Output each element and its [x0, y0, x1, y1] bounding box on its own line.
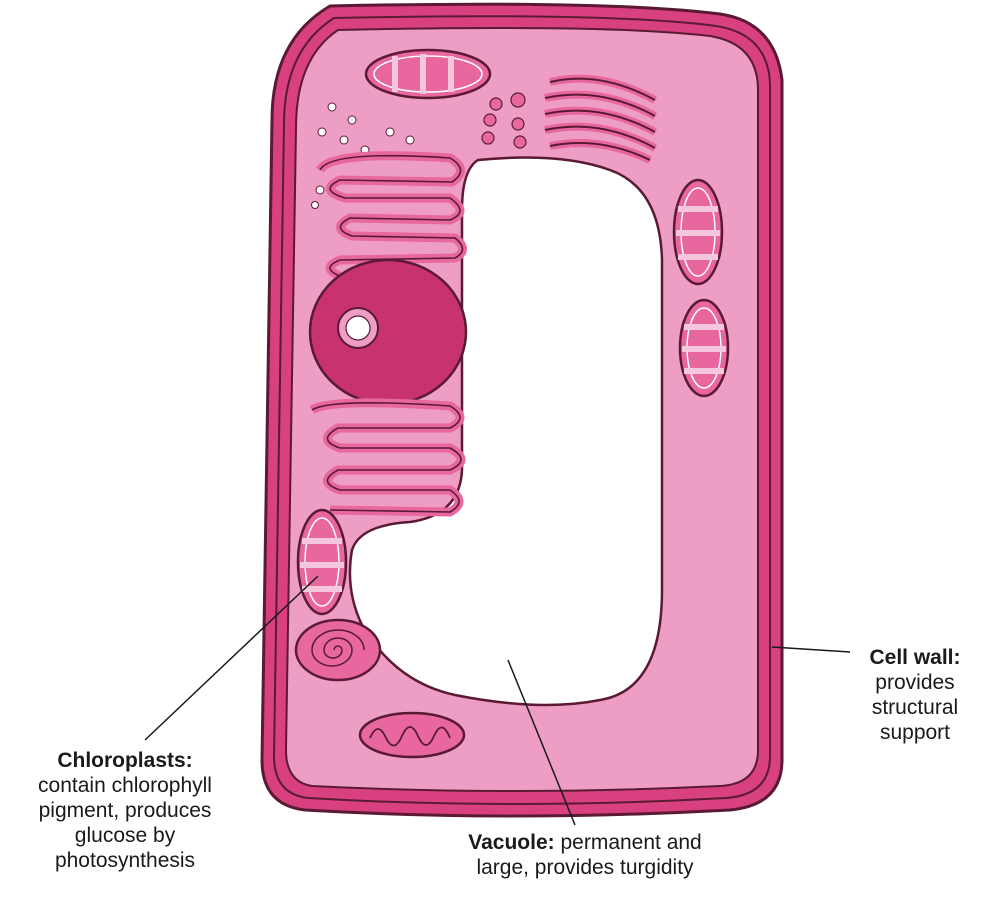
chloroplast-right-lower [680, 300, 728, 396]
label-chloroplasts-title: Chloroplasts: [0, 748, 250, 773]
mitochondrion [360, 713, 464, 757]
label-vacuole-title: Vacuole: [468, 831, 554, 854]
chloroplast-right-upper [674, 180, 722, 284]
label-cell-wall-line: structural [855, 695, 975, 720]
pointer-line-cell-wall [772, 647, 850, 652]
spiral-organelle [296, 620, 380, 680]
label-chloroplasts-line: pigment, produces [0, 798, 250, 823]
label-chloroplasts-line: glucose by [0, 823, 250, 848]
label-vacuole-line-1-rest: permanent and [560, 831, 701, 854]
chloroplast-top [366, 50, 490, 98]
label-chloroplasts-line: contain chlorophyll [0, 773, 250, 798]
label-vacuole-line-1: Vacuole: permanent and [420, 830, 750, 855]
chloroplast-left [298, 510, 346, 614]
label-cell-wall-line: provides [855, 670, 975, 695]
label-cell-wall-line: support [855, 720, 975, 745]
label-vacuole: Vacuole: permanent and large, provides t… [420, 830, 750, 880]
label-chloroplasts-line: photosynthesis [0, 848, 250, 873]
label-cell-wall-title: Cell wall: [855, 645, 975, 670]
label-chloroplasts: Chloroplasts: contain chlorophyll pigmen… [0, 748, 250, 873]
nucleus [310, 260, 466, 404]
label-cell-wall: Cell wall: provides structural support [855, 645, 975, 745]
label-vacuole-line-2: large, provides turgidity [420, 855, 750, 880]
